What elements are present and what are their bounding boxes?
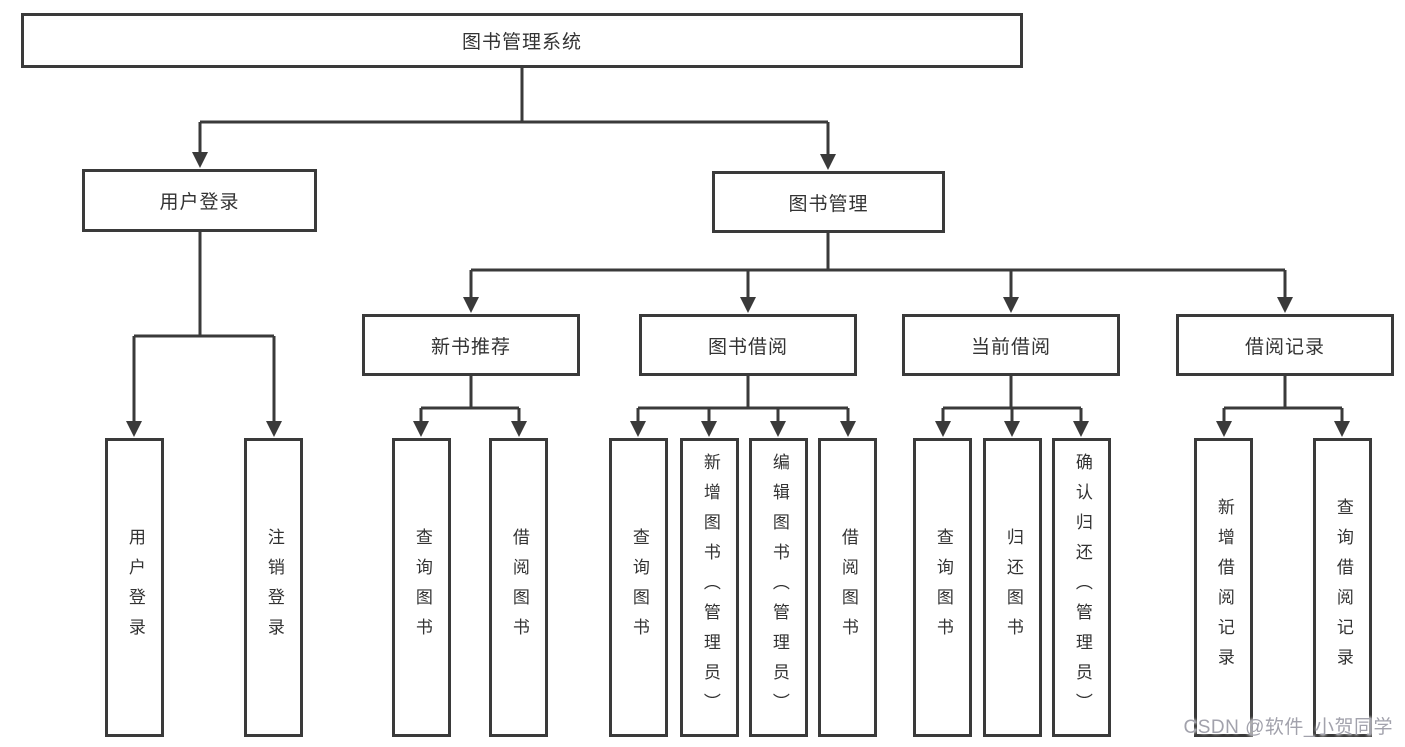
node-book-mgmt-label: 图书管理 [788,193,869,215]
node-current-borrow-label: 当前借阅 [970,336,1051,358]
leaf-records-search-record-label: 查询借阅记录 [1333,497,1353,678]
leaf-logout-login: 注销登录 [244,438,303,737]
node-book-mgmt: 图书管理 [712,171,945,233]
leaf-current-confirm-return-admin-label: 确认归还（管理员） [1072,452,1092,723]
watermark: CSDN @软件_小贺同学 [1183,717,1393,738]
leaf-borrow-edit-books-admin-label: 编辑图书（管理员） [769,452,789,723]
leaf-current-search-books-label: 查询图书 [933,527,953,648]
leaf-borrow-borrow-books-label: 借阅图书 [838,527,858,648]
leaf-user-login: 用户登录 [105,438,164,737]
leaf-current-search-books: 查询图书 [913,438,972,737]
leaf-recommend-search-books: 查询图书 [392,438,451,737]
leaf-current-return-books: 归还图书 [983,438,1042,737]
leaf-recommend-borrow-books-label: 借阅图书 [509,527,529,648]
node-root: 图书管理系统 [21,13,1023,68]
leaf-user-login-label: 用户登录 [125,527,145,648]
node-user-login-label: 用户登录 [159,192,240,213]
leaf-borrow-search-books: 查询图书 [609,438,668,737]
leaf-current-return-books-label: 归还图书 [1003,527,1023,648]
node-new-book-recommend-label: 新书推荐 [430,336,511,358]
node-user-login: 用户登录 [82,169,317,232]
connector-borrow-records-children [1216,376,1350,437]
leaf-recommend-borrow-books: 借阅图书 [489,438,548,737]
connector-book-mgmt-children [463,233,1293,313]
leaf-borrow-borrow-books: 借阅图书 [818,438,877,737]
leaf-borrow-search-books-label: 查询图书 [629,527,649,648]
connector-user-login-children [126,232,282,437]
connector-new-book-children [413,376,527,437]
node-book-borrow-label: 图书借阅 [707,336,788,358]
connector-book-borrow-children [630,376,856,437]
node-book-borrow: 图书借阅 [639,314,857,376]
leaf-records-search-record: 查询借阅记录 [1313,438,1372,737]
node-root-label: 图书管理系统 [461,32,582,53]
leaf-borrow-edit-books-admin: 编辑图书（管理员） [749,438,808,737]
connector-current-borrow-children [935,376,1089,437]
leaf-borrow-add-books-admin: 新增图书（管理员） [680,438,739,737]
node-borrow-records-label: 借阅记录 [1244,336,1325,358]
connector-root-to-level2 [192,68,836,170]
leaf-current-confirm-return-admin: 确认归还（管理员） [1052,438,1111,737]
node-borrow-records: 借阅记录 [1176,314,1394,376]
node-new-book-recommend: 新书推荐 [362,314,580,376]
node-current-borrow: 当前借阅 [902,314,1120,376]
leaf-records-add-record-label: 新增借阅记录 [1214,497,1234,678]
leaf-records-add-record: 新增借阅记录 [1194,438,1253,737]
leaf-borrow-add-books-admin-label: 新增图书（管理员） [700,452,720,723]
leaf-logout-login-label: 注销登录 [264,527,284,648]
leaf-recommend-search-books-label: 查询图书 [412,527,432,648]
